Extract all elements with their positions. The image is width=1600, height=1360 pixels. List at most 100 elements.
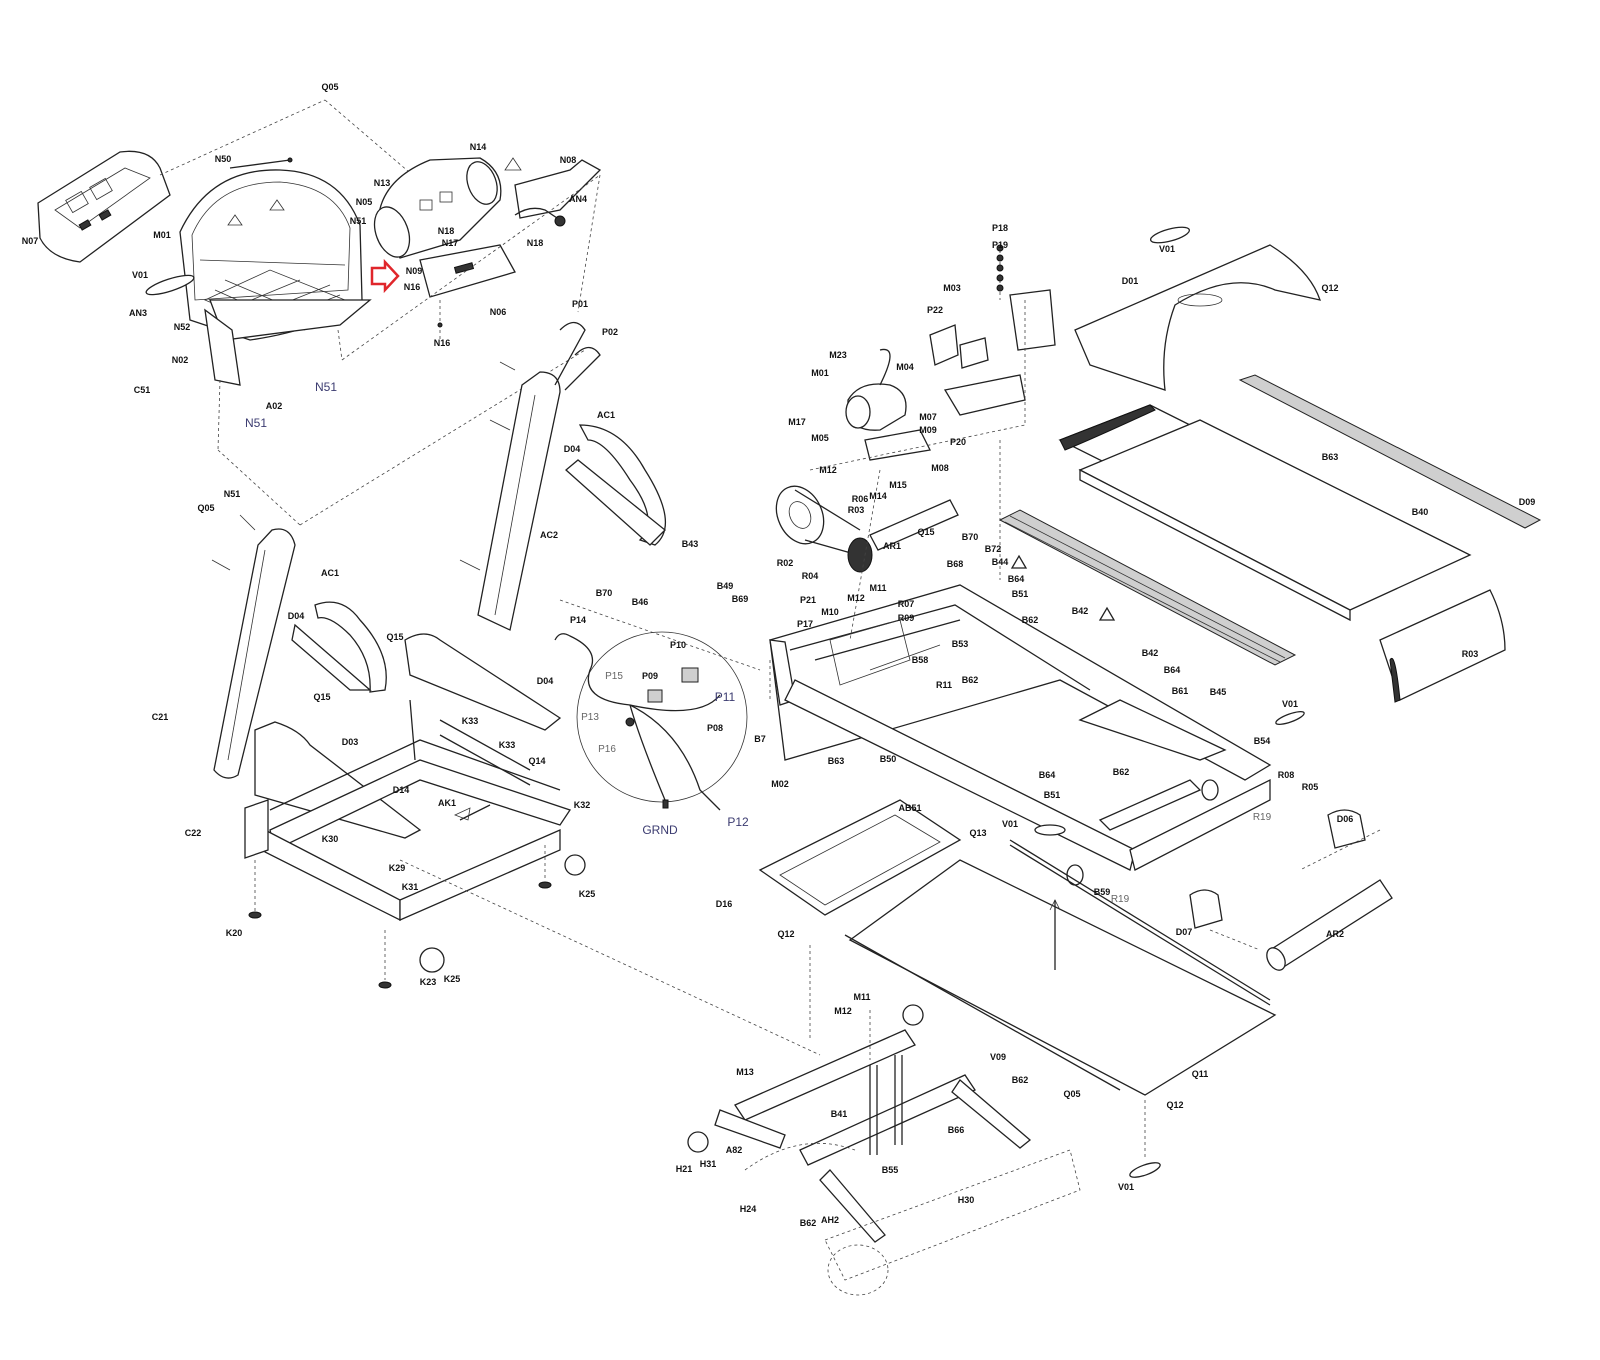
part-label-b64: B64: [1164, 665, 1181, 675]
part-label-n07: N07: [22, 236, 39, 246]
part-label-m11: M11: [853, 992, 870, 1002]
part-label-p01: P01: [572, 299, 588, 309]
part-label-b64: B64: [1008, 574, 1025, 584]
part-label-b62: B62: [800, 1218, 817, 1228]
part-label-v09: V09: [990, 1052, 1006, 1062]
part-label-n09: N09: [406, 266, 423, 276]
part-label-b70: B70: [596, 588, 613, 598]
part-label-n06: N06: [490, 307, 507, 317]
part-label-b7: B7: [754, 734, 766, 744]
part-label-p15: P15: [605, 671, 623, 682]
part-label-p02: P02: [602, 327, 618, 337]
highlight-arrow-icon: [370, 258, 400, 294]
part-label-m15: M15: [889, 480, 907, 490]
part-label-k25: K25: [579, 889, 596, 899]
part-label-m04: M04: [896, 362, 914, 372]
part-label-m17: M17: [788, 417, 806, 427]
part-label-b63: B63: [828, 756, 845, 766]
part-label-n14: N14: [470, 142, 487, 152]
part-label-b49: B49: [717, 581, 734, 591]
part-label-n05: N05: [356, 197, 373, 207]
part-label-r08: R08: [1278, 770, 1295, 780]
part-label-r19: R19: [1253, 812, 1272, 823]
part-label-r03: R03: [1462, 649, 1479, 659]
part-label-an3: AN3: [129, 308, 147, 318]
part-label-n18: N18: [438, 226, 455, 236]
wiring-inset: [554, 631, 748, 811]
part-label-r02: R02: [777, 558, 794, 568]
part-label-m09: M09: [919, 425, 937, 435]
part-label-q05: Q05: [321, 82, 338, 92]
part-label-p14: P14: [570, 615, 586, 625]
part-label-q05: Q05: [197, 503, 214, 513]
warning-icon: [1010, 554, 1028, 569]
part-label-r05: R05: [1302, 782, 1319, 792]
part-label-m12: M12: [847, 593, 865, 603]
part-label-m07: M07: [919, 412, 937, 422]
part-label-r04: R04: [802, 571, 819, 581]
part-label-r09: R09: [898, 613, 915, 623]
part-label-q15: Q15: [313, 692, 330, 702]
part-label-q12: Q12: [777, 929, 794, 939]
part-label-p20: P20: [950, 437, 966, 447]
part-label-d04: D04: [288, 611, 305, 621]
part-label-b51: B51: [1012, 589, 1029, 599]
part-label-k20: K20: [226, 928, 243, 938]
part-label-k33: K33: [462, 716, 479, 726]
part-label-v01: V01: [1282, 699, 1298, 709]
part-label-p17: P17: [797, 619, 813, 629]
part-label-ah2: AH2: [821, 1215, 839, 1225]
part-label-p18: P18: [992, 223, 1008, 233]
part-label-c51: C51: [134, 385, 151, 395]
part-label-p19: P19: [992, 240, 1008, 250]
part-label-k31: K31: [402, 882, 419, 892]
part-label-b62: B62: [1113, 767, 1130, 777]
part-label-n51: N51: [315, 380, 337, 394]
part-label-d06: D06: [1337, 814, 1354, 824]
part-label-n13: N13: [374, 178, 391, 188]
part-label-p22: P22: [927, 305, 943, 315]
part-label-v01: V01: [1002, 819, 1018, 829]
part-label-n08: N08: [560, 155, 577, 165]
part-label-d16: D16: [716, 899, 733, 909]
part-label-p10: P10: [670, 640, 686, 650]
part-label-q12: Q12: [1321, 283, 1338, 293]
part-label-grnd: GRND: [642, 823, 678, 837]
part-label-r03: R03: [848, 505, 865, 515]
part-label-b66: B66: [948, 1125, 965, 1135]
part-label-ac2: AC2: [540, 530, 558, 540]
part-labels: Q05N50N07M01V01AN3N52N02C51A02N51N51N13N…: [22, 82, 1536, 1228]
part-label-q15: Q15: [386, 632, 403, 642]
part-label-r07: R07: [898, 599, 915, 609]
part-label-b62: B62: [1022, 615, 1039, 625]
part-label-n16: N16: [434, 338, 451, 348]
part-label-b40: B40: [1412, 507, 1429, 517]
part-label-p21: P21: [800, 595, 816, 605]
part-label-b46: B46: [632, 597, 649, 607]
warning-icon: [1098, 606, 1116, 621]
part-label-ac1: AC1: [321, 568, 339, 578]
part-label-q12: Q12: [1166, 1100, 1183, 1110]
part-label-b45: B45: [1210, 687, 1227, 697]
part-label-ac1: AC1: [597, 410, 615, 420]
part-label-n51: N51: [245, 416, 267, 430]
part-label-b69: B69: [732, 594, 749, 604]
part-label-p12: P12: [727, 815, 749, 829]
part-label-n52: N52: [174, 322, 191, 332]
incline-assembly: [687, 945, 1081, 1296]
part-label-m08: M08: [931, 463, 949, 473]
part-label-h21: H21: [676, 1164, 693, 1174]
part-label-q11: Q11: [1192, 1069, 1209, 1079]
part-label-r06: R06: [852, 494, 869, 504]
part-label-m10: M10: [821, 607, 839, 617]
part-label-b70: B70: [962, 532, 979, 542]
part-label-b63: B63: [1322, 452, 1339, 462]
console-assembly: [37, 99, 602, 386]
part-label-m12: M12: [819, 465, 837, 475]
part-label-h24: H24: [740, 1204, 757, 1214]
part-label-b72: B72: [985, 544, 1002, 554]
part-label-m02: M02: [771, 779, 789, 789]
part-label-q14: Q14: [528, 756, 545, 766]
